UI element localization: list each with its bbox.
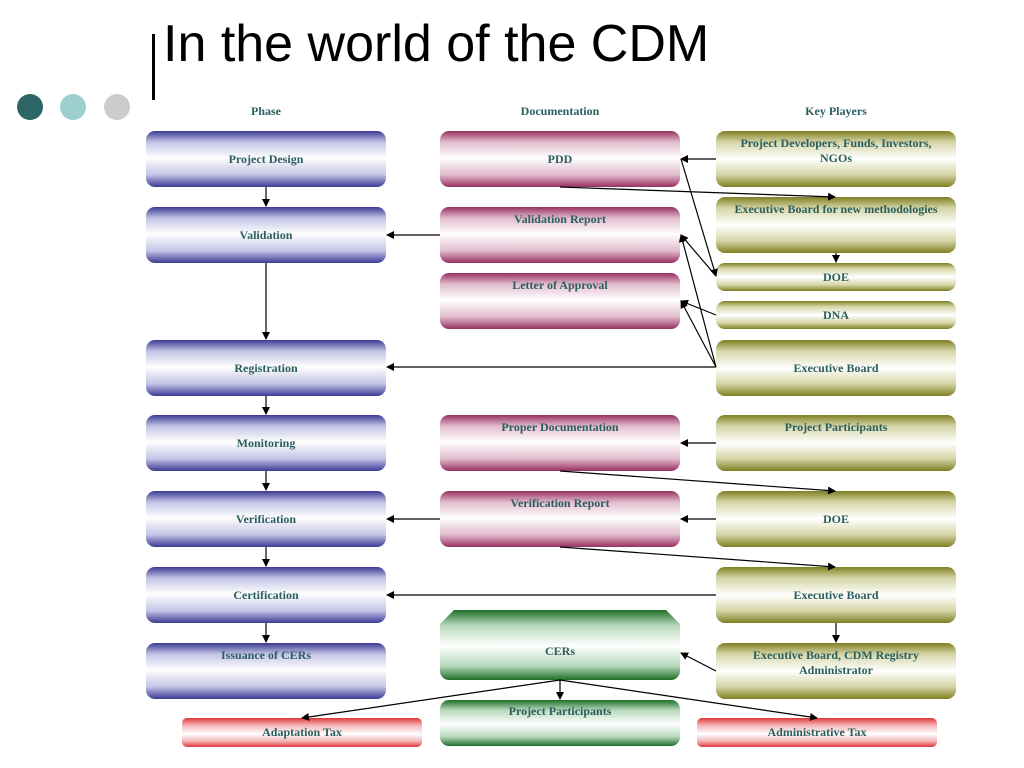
title-cursor-bar xyxy=(152,34,155,100)
player-doe-1: DOE xyxy=(716,263,956,291)
doc-cers: CERs xyxy=(440,610,680,680)
doc-verification-report: Verification Report xyxy=(440,491,680,547)
decor-dot-dark xyxy=(17,94,43,120)
player-dna: DNA xyxy=(716,301,956,329)
header-documentation: Documentation xyxy=(520,104,600,118)
decor-dot-teal xyxy=(60,94,86,120)
phase-issuance-of-cers: Issuance of CERs xyxy=(146,643,386,699)
player-developers-funds: Project Developers, Funds, Investors, NG… xyxy=(716,131,956,187)
player-executive-board-1: Executive Board xyxy=(716,340,956,396)
player-doe-2: DOE xyxy=(716,491,956,547)
arrow-eb-registry-to-cers xyxy=(680,652,717,672)
header-key-players: Key Players xyxy=(805,104,867,118)
player-eb-cdm-registry: Executive Board, CDM Registry Administra… xyxy=(716,643,956,699)
doc-pdd: PDD xyxy=(440,131,680,187)
arrow-eb-to-letter xyxy=(680,300,717,368)
arrow-doe-to-validation-report xyxy=(680,234,717,277)
player-project-participants: Project Participants xyxy=(716,415,956,471)
tax-adaptation: Adaptation Tax xyxy=(182,718,422,747)
player-executive-board-2: Executive Board xyxy=(716,567,956,623)
phase-monitoring: Monitoring xyxy=(146,415,386,471)
arrow-pdd-to-doe xyxy=(680,158,718,277)
doc-proper-documentation: Proper Documentation xyxy=(440,415,680,471)
decor-dot-gray xyxy=(104,94,130,120)
header-phase: Phase xyxy=(251,104,281,118)
phase-certification: Certification xyxy=(146,567,386,623)
doc-project-participants: Project Participants xyxy=(440,700,680,746)
doc-validation-report: Validation Report xyxy=(440,207,680,263)
phase-project-design: Project Design xyxy=(146,131,386,187)
arrow-eb-to-validation-report xyxy=(678,234,717,368)
player-eb-new-methodologies: Executive Board for new methodologies xyxy=(716,197,956,253)
phase-validation: Validation xyxy=(146,207,386,263)
doc-letter-of-approval: Letter of Approval xyxy=(440,273,680,329)
tax-administrative: Administrative Tax xyxy=(697,718,937,747)
arrow-proper-doc-to-doe xyxy=(559,470,836,495)
page-title: In the world of the CDM xyxy=(163,15,710,73)
arrow-pdd-to-eb-methodologies xyxy=(559,186,836,201)
phase-registration: Registration xyxy=(146,340,386,396)
arrow-dna-to-letter xyxy=(680,299,717,316)
arrow-verification-report-to-eb xyxy=(559,546,836,571)
phase-verification: Verification xyxy=(146,491,386,547)
